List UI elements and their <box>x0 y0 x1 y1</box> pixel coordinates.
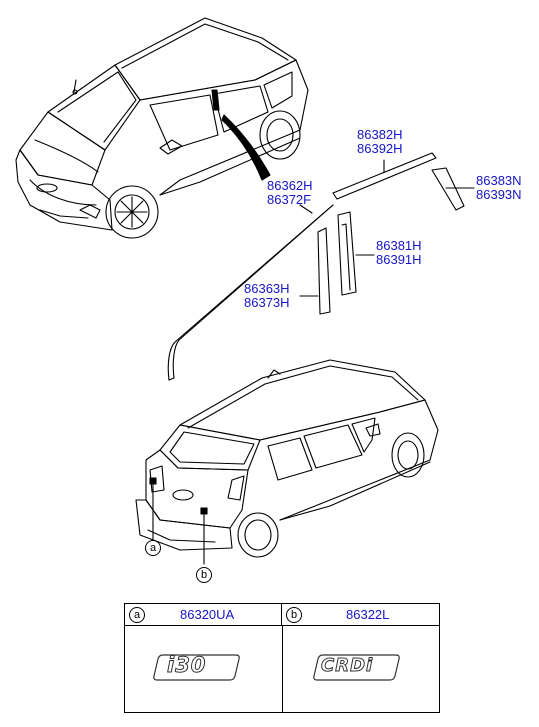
callout-b: b <box>196 567 212 583</box>
pillar-86381H-shape <box>337 211 357 296</box>
part-label-86383N: 86383N <box>476 173 522 188</box>
part-label-86372F: 86372F <box>267 192 312 207</box>
part-label-86391H: 86391H <box>376 252 422 267</box>
front-car-illustration <box>15 17 309 239</box>
strip-86383N-shape <box>431 167 465 211</box>
legend-header-a: a 86320UA <box>125 604 282 626</box>
rear-car-illustration <box>135 359 439 565</box>
callout-a: a <box>145 540 161 556</box>
legend-part-86322L: 86322L <box>346 607 390 622</box>
roof-moulding-strip <box>167 152 437 381</box>
part-label-86373H: 86373H <box>244 295 290 310</box>
legend-divider <box>282 626 283 712</box>
part-label-86381H: 86381H <box>376 238 422 253</box>
legend-part-86320UA: 86320UA <box>180 607 235 622</box>
part-label-86393N: 86393N <box>476 187 522 202</box>
emblem-i30: i30 <box>166 653 207 678</box>
part-label-86362H: 86362H <box>267 178 313 193</box>
pillar-86363H-shape <box>317 227 331 315</box>
legend-emblems <box>153 654 400 681</box>
part-label-86363H: 86363H <box>244 281 290 296</box>
legend-header-b: b 86322L <box>282 604 439 626</box>
legend-letter-a: a <box>129 607 145 623</box>
part-label-86392H: 86392H <box>357 141 403 156</box>
part-label-86382H: 86382H <box>357 127 403 142</box>
emblem-crdi: CRDi <box>320 655 374 677</box>
emblem-legend-table: a 86320UA b 86322L i30 CRDi <box>124 603 440 713</box>
legend-letter-b: b <box>286 607 302 623</box>
